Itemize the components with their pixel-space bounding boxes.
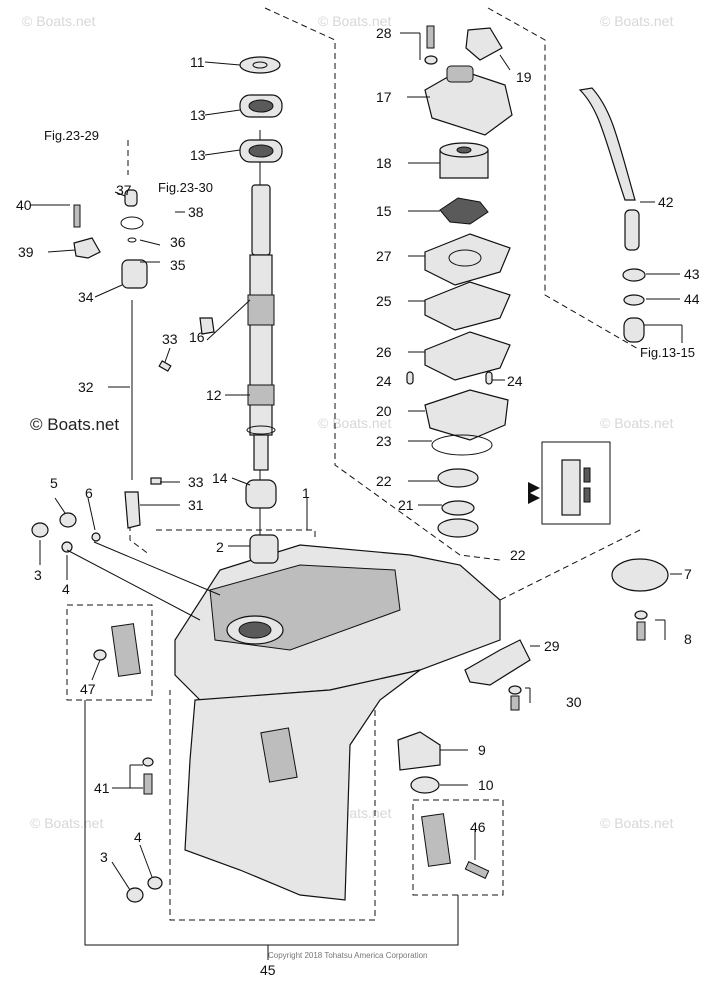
label-4a: 4 — [62, 581, 70, 597]
impeller-15 — [439, 197, 489, 225]
label-31: 31 — [188, 497, 204, 513]
label-8: 8 — [684, 631, 692, 647]
label-26: 26 — [376, 344, 392, 360]
seal-14 — [245, 479, 277, 509]
gear-case — [174, 544, 501, 901]
label-47: 47 — [80, 681, 96, 697]
shaft-bearings — [239, 56, 283, 564]
label-3b: 3 — [100, 849, 108, 865]
label-39: 39 — [18, 244, 34, 260]
label-6: 6 — [85, 485, 93, 501]
washer-11 — [239, 56, 281, 74]
ref-fig-13-15: Fig.13-15 — [640, 345, 695, 360]
label-38: 38 — [188, 204, 204, 220]
gasket-27 — [424, 233, 511, 286]
label-36: 36 — [170, 234, 186, 250]
label-27: 27 — [376, 248, 392, 264]
grommet-19 — [465, 27, 503, 61]
label-30: 30 — [566, 694, 582, 710]
copyright-notice: Copyright 2018 Tohatsu America Corporati… — [268, 951, 428, 960]
right-parts — [397, 558, 669, 879]
label-18: 18 — [376, 155, 392, 171]
label-19: 19 — [516, 69, 532, 85]
o-ring-23 — [431, 434, 493, 456]
watermark-top-left: © Boats.net — [22, 13, 95, 29]
label-9: 9 — [478, 742, 486, 758]
water-tube — [578, 87, 646, 343]
bearing-2 — [249, 534, 279, 564]
anode-7 — [611, 558, 669, 592]
label-44: 44 — [684, 291, 700, 307]
label-15: 15 — [376, 203, 392, 219]
label-11: 11 — [190, 54, 205, 70]
driveshaft — [246, 184, 276, 471]
label-10: 10 — [478, 777, 494, 793]
watermark-bottom-right: © Boats.net — [600, 815, 673, 831]
label-14: 14 — [212, 470, 228, 486]
left-fittings — [31, 512, 163, 903]
watermark-top-center: © Boats.net — [318, 13, 391, 29]
label-46: 46 — [470, 819, 486, 835]
label-32: 32 — [78, 379, 94, 395]
label-25: 25 — [376, 293, 392, 309]
part-labels: 11 13 13 12 16 2 14 1 28 19 17 18 15 27 … — [16, 25, 700, 978]
label-29: 29 — [544, 638, 560, 654]
label-37: 37 — [116, 182, 132, 198]
label-23: 23 — [376, 433, 392, 449]
label-34: 34 — [78, 289, 94, 305]
pump-base-20 — [424, 389, 509, 441]
seal-detail-inset — [528, 441, 611, 525]
water-pump — [406, 25, 513, 538]
label-43: 43 — [684, 266, 700, 282]
leader-lines — [30, 32, 683, 960]
watermark-top-right: © Boats.net — [600, 13, 673, 29]
label-41: 41 — [94, 780, 110, 796]
label-35: 35 — [170, 257, 186, 273]
pinion-9 — [397, 731, 441, 771]
label-17: 17 — [376, 89, 392, 105]
label-42: 42 — [658, 194, 674, 210]
watermark-mid-left: © Boats.net — [30, 415, 119, 434]
label-5: 5 — [50, 475, 58, 491]
label-21: 21 — [398, 497, 414, 513]
label-40: 40 — [16, 197, 32, 213]
label-22b: 22 — [510, 547, 526, 563]
label-28: 28 — [376, 25, 392, 41]
gasket-26 — [424, 331, 511, 381]
label-7: 7 — [684, 566, 692, 582]
nut-10 — [410, 776, 440, 794]
label-24b: 24 — [507, 373, 523, 389]
label-33b: 33 — [188, 474, 204, 490]
label-13b: 13 — [190, 147, 206, 163]
label-2: 2 — [216, 539, 224, 555]
watermark-mid-right: © Boats.net — [600, 415, 673, 431]
label-4b: 4 — [134, 829, 142, 845]
label-3a: 3 — [34, 567, 42, 583]
label-1: 1 — [302, 485, 310, 501]
label-45: 45 — [260, 962, 276, 978]
label-16: 16 — [189, 329, 205, 345]
label-13a: 13 — [190, 107, 206, 123]
label-24a: 24 — [376, 373, 392, 389]
ref-fig-23-29: Fig.23-29 — [44, 128, 99, 143]
figure-references: Fig.23-29 Fig.23-30 Fig.13-15 — [44, 128, 695, 360]
label-22a: 22 — [376, 473, 392, 489]
label-20: 20 — [376, 403, 392, 419]
ref-fig-23-30: Fig.23-30 — [158, 180, 213, 195]
label-12: 12 — [206, 387, 222, 403]
watermark-mid-center: © Boats.net — [318, 415, 391, 431]
trim-tab-29 — [464, 639, 531, 686]
plate-25 — [424, 281, 511, 331]
shift-rod — [73, 189, 215, 529]
label-33a: 33 — [162, 331, 178, 347]
watermark-bottom-left: © Boats.net — [30, 815, 103, 831]
